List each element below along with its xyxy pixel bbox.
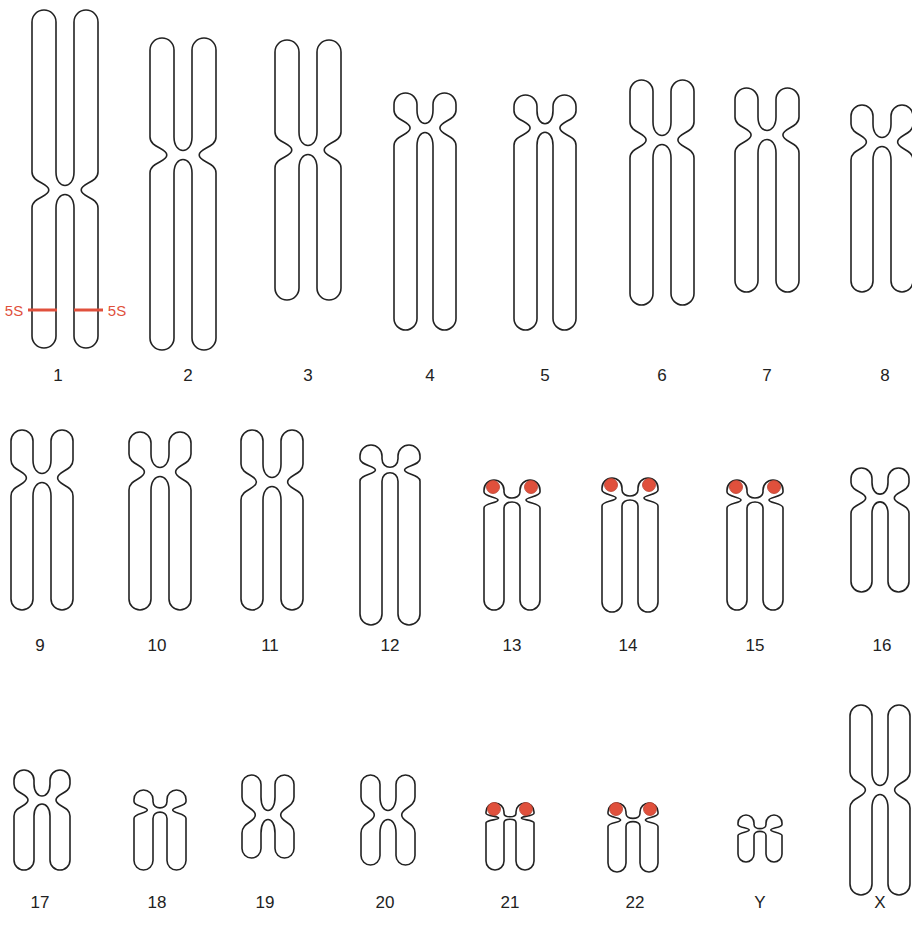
chromosome-number: 4 [425, 366, 434, 386]
chromosome-number: X [874, 893, 885, 913]
chromosome-outline [394, 93, 456, 330]
chromosome-outline [738, 815, 782, 862]
chromosome-outline [727, 480, 783, 610]
band-line [28, 309, 57, 312]
chromosome-outline [602, 478, 658, 612]
chromosome-number: 21 [501, 893, 520, 913]
chromosome-number: 5 [540, 366, 549, 386]
chromosome-number: 3 [303, 366, 312, 386]
chromosome-outline [514, 95, 576, 330]
chromosome-outline [630, 80, 694, 305]
chromosome-number: 2 [183, 366, 192, 386]
chromosome-outline [486, 803, 534, 870]
chromosome-outline [242, 775, 294, 858]
satellite-dot [488, 803, 501, 816]
satellite-dot [730, 481, 743, 494]
satellite-dot [525, 481, 538, 494]
satellite-dot [643, 479, 656, 492]
chromosome-number: 14 [619, 636, 638, 656]
chromosome-number: 7 [762, 366, 771, 386]
satellite-dot [644, 803, 657, 816]
chromosome-outline [851, 468, 909, 592]
band-line [74, 309, 103, 312]
chromosome-number: 9 [35, 636, 44, 656]
chromosome-number: 16 [873, 636, 892, 656]
chromosome-outline [608, 803, 658, 872]
chromosome-outline [134, 790, 186, 870]
chromosome-outline [241, 430, 303, 610]
chromosome-outline [14, 770, 70, 870]
satellite-dot [605, 479, 618, 492]
chromosome-number: 6 [657, 366, 666, 386]
chromosome-number: 20 [376, 893, 395, 913]
satellite-dot [768, 481, 781, 494]
chromosome-outline [32, 10, 98, 348]
chromosome-outline [129, 432, 191, 610]
chromosome-number: 13 [503, 636, 522, 656]
chromosome-outline [850, 705, 910, 895]
chromosome-number: 22 [626, 893, 645, 913]
chromosome-outline [735, 88, 799, 292]
chromosome-outline [360, 445, 420, 625]
chromosome-number: 11 [261, 636, 279, 656]
chromosome-outline [361, 775, 415, 865]
chromosome-number: 10 [148, 636, 167, 656]
satellite-dot [610, 803, 623, 816]
chromosome-number: 17 [31, 893, 50, 913]
chromosome-outline [11, 430, 73, 610]
chromosome-number: 12 [381, 636, 400, 656]
band-label: 5S [4, 301, 24, 321]
chromosome-number: Y [754, 893, 765, 913]
chromosome-number: 8 [880, 366, 889, 386]
chromosome-outline [484, 480, 540, 610]
chromosome-outline [275, 40, 341, 300]
chromosome-number: 19 [256, 893, 275, 913]
chromosome-outline [851, 105, 912, 292]
satellite-dot [487, 481, 500, 494]
chromosome-outline [150, 38, 216, 350]
chromosome-number: 15 [746, 636, 765, 656]
chromosome-number: 18 [148, 893, 167, 913]
satellite-dot [520, 803, 533, 816]
chromosome-number: 1 [53, 366, 62, 386]
band-label: 5S [107, 301, 127, 321]
